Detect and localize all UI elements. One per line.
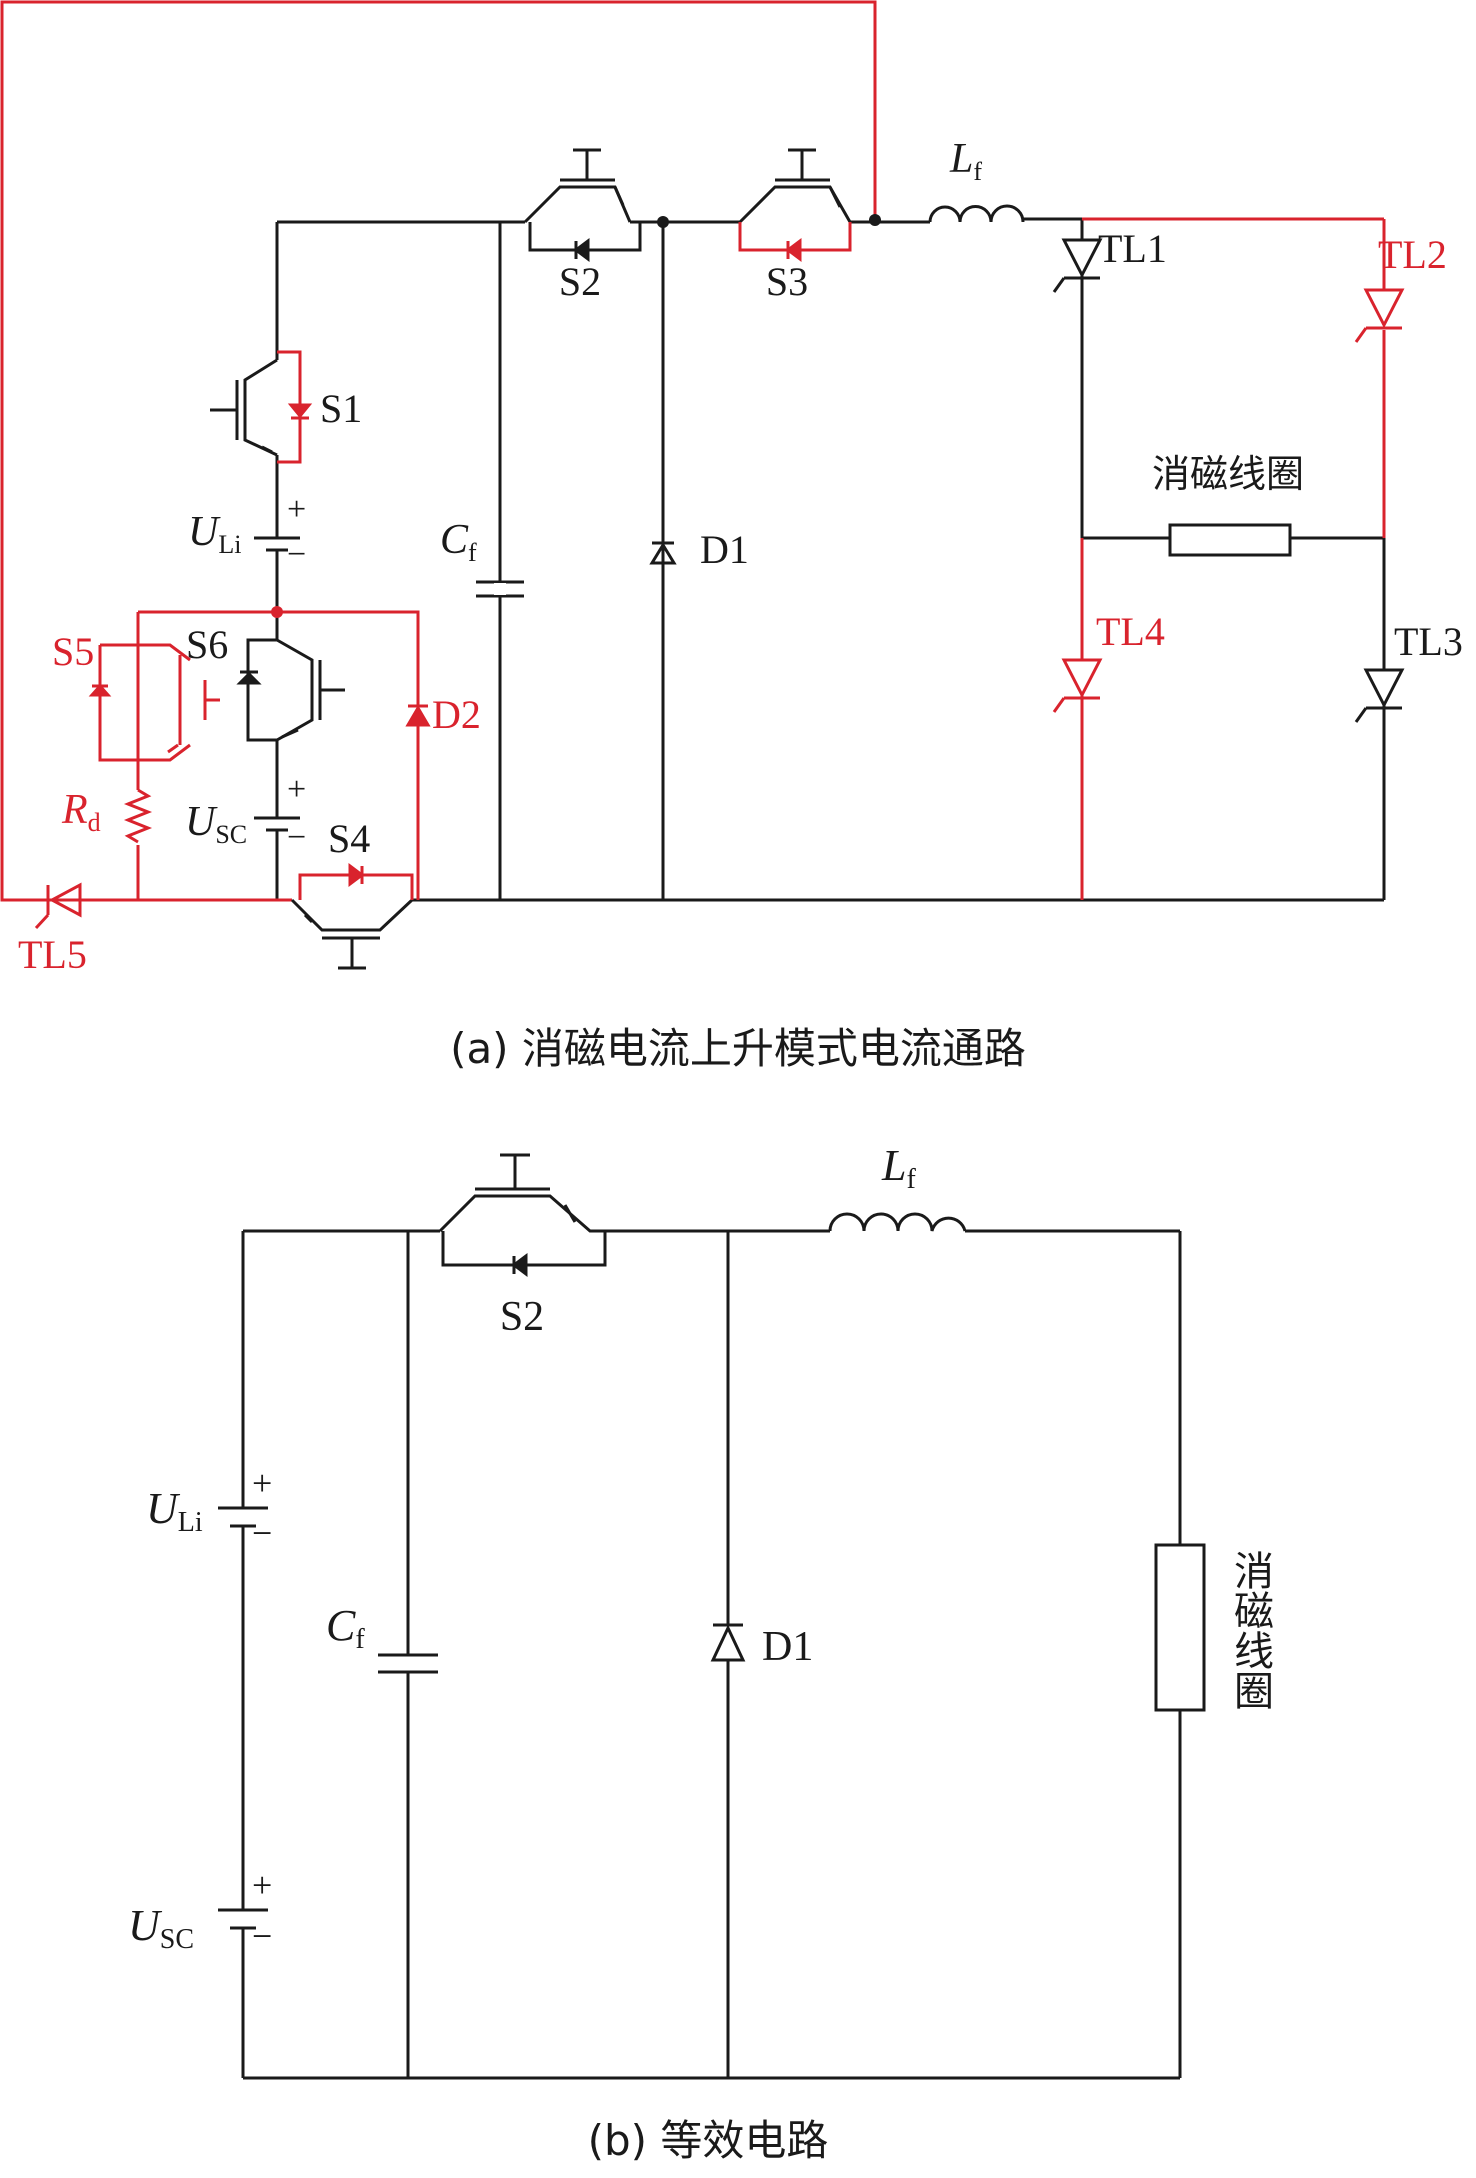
d2-diode-symbol: [405, 704, 431, 727]
b-uli-label: ULi: [146, 1484, 203, 1538]
b-uli-minus-sign: −: [252, 1513, 272, 1553]
s6-label: S6: [186, 622, 228, 667]
b-s2-label: S2: [500, 1294, 544, 1340]
s2-igbt-symbol: [523, 148, 642, 262]
diagram-b: S2 D1 消磁线圈 Lf Cf ULi USC + − + − (b) 等效电…: [128, 1141, 1273, 2165]
b-usc-plus-sign: +: [252, 1865, 272, 1905]
b-lf-label: Lf: [881, 1141, 916, 1195]
tl5-thyristor-symbol: [34, 882, 90, 930]
b-usc-label: USC: [128, 1901, 194, 1955]
b-cf-label: Cf: [326, 1601, 365, 1655]
b-d1-label: D1: [762, 1624, 813, 1670]
s5-label: S5: [52, 629, 94, 674]
s6-igbt-symbol: [236, 638, 345, 755]
cf-label: Cf: [440, 517, 477, 567]
s2-label: S2: [559, 259, 601, 304]
junction-dot: [271, 606, 283, 618]
lf-label: Lf: [949, 136, 982, 186]
b-coil-symbol: [1154, 1543, 1206, 1712]
s3-igbt-symbol: [738, 148, 852, 262]
d1-diode-symbol: [649, 541, 677, 565]
b-s2-igbt-symbol: [438, 1153, 607, 1277]
tl2-thyristor-symbol: [1354, 288, 1405, 343]
s3-label: S3: [766, 259, 808, 304]
lf-inductor-symbol: [928, 204, 1025, 223]
usc-label: USC: [185, 799, 247, 849]
uli-battery-symbol: [254, 510, 300, 570]
b-d1-diode-symbol: [710, 1623, 746, 1662]
s4-label: S4: [328, 816, 370, 861]
s4-igbt-symbol: [290, 863, 414, 970]
junction-dot: [657, 216, 669, 228]
uli-label: ULi: [188, 509, 241, 559]
usc-battery-symbol: [254, 805, 300, 860]
tl5-label: TL5: [18, 932, 87, 977]
rd-resistor-symbol: [123, 788, 153, 844]
junction-dot: [869, 214, 881, 226]
usc-plus-sign: +: [287, 771, 306, 808]
b-cf-capacitor-symbol: [378, 1653, 438, 1674]
d2-label: D2: [432, 692, 481, 737]
s1-igbt-symbol: [210, 350, 313, 464]
b-uli-battery-symbol: [218, 1506, 268, 1528]
rd-label: Rd: [61, 787, 101, 837]
tl3-label: TL3: [1394, 619, 1463, 664]
b-lf-inductor-symbol: [828, 1212, 967, 1232]
usc-minus-sign: −: [287, 819, 306, 856]
diagram-a-black-wires: [275, 217, 1386, 902]
tl3-thyristor-symbol: [1354, 635, 1405, 723]
tl1-label: TL1: [1098, 226, 1167, 271]
s1-label: S1: [320, 386, 362, 431]
cf-capacitor-symbol: [476, 580, 524, 598]
b-uli-plus-sign: +: [252, 1463, 272, 1503]
coil-symbol: [1168, 523, 1292, 557]
uli-minus-sign: −: [287, 536, 306, 573]
coil-label: 消磁线圈: [1152, 452, 1304, 496]
caption-a: (a) 消磁电流上升模式电流通路: [450, 1024, 1026, 1073]
tl4-label: TL4: [1096, 609, 1165, 654]
d1-label: D1: [700, 527, 749, 572]
tl2-label: TL2: [1378, 232, 1447, 277]
diagram-a: S2 S3 S1 S6 S5 S4 D1 D2 TL1 TL2 TL3 TL4 …: [0, 0, 1463, 1073]
tl4-thyristor-symbol: [1052, 645, 1103, 713]
uli-plus-sign: +: [287, 491, 306, 528]
caption-b: (b) 等效电路: [588, 2116, 829, 2165]
b-usc-battery-symbol: [218, 1908, 268, 1930]
b-usc-minus-sign: −: [252, 1916, 272, 1956]
tl1-thyristor-symbol: [1052, 238, 1103, 305]
b-coil-label: 消磁线圈: [1227, 1550, 1273, 1710]
s5-igbt-symbol: [88, 643, 220, 762]
diagram-b-wires: [241, 1229, 1182, 2080]
